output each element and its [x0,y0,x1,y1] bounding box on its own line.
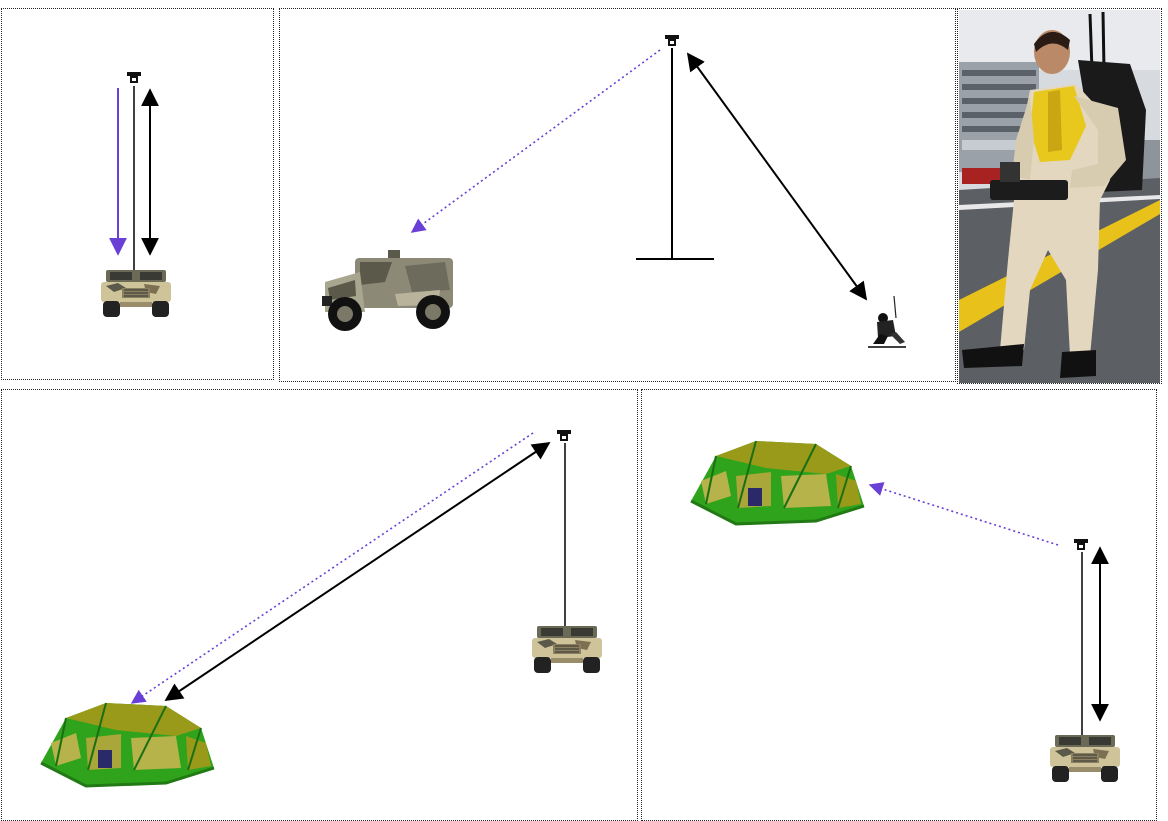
kneeling-soldier-icon [868,295,906,348]
panel-vehicle-mast [1,8,274,380]
humvee-icon [531,625,603,674]
mast-antenna-icon [557,430,571,441]
black-two-way-arrow [686,52,868,301]
tall-mast-icon [665,35,679,46]
armored-truck-icon [322,250,453,331]
humvee-icon [1049,734,1121,783]
humvee-icon [100,269,172,318]
purple-dotted-arrow [410,49,661,233]
purple-dotted-arrow [130,432,534,704]
purple-dotted-arrow [868,482,1059,546]
vehicle-and-tent-scene [689,439,1121,783]
vehicle-to-tent-scene [39,430,603,788]
mast-antenna-icon [127,72,141,83]
mast-antenna-icon [1074,539,1088,550]
mast-relay-scene [322,35,906,348]
tent-icon [39,701,216,788]
tent-icon [689,439,866,526]
vehicle-mast-scene [100,72,172,318]
black-two-way-arrow [164,441,551,702]
operator-photo [959,10,1160,383]
